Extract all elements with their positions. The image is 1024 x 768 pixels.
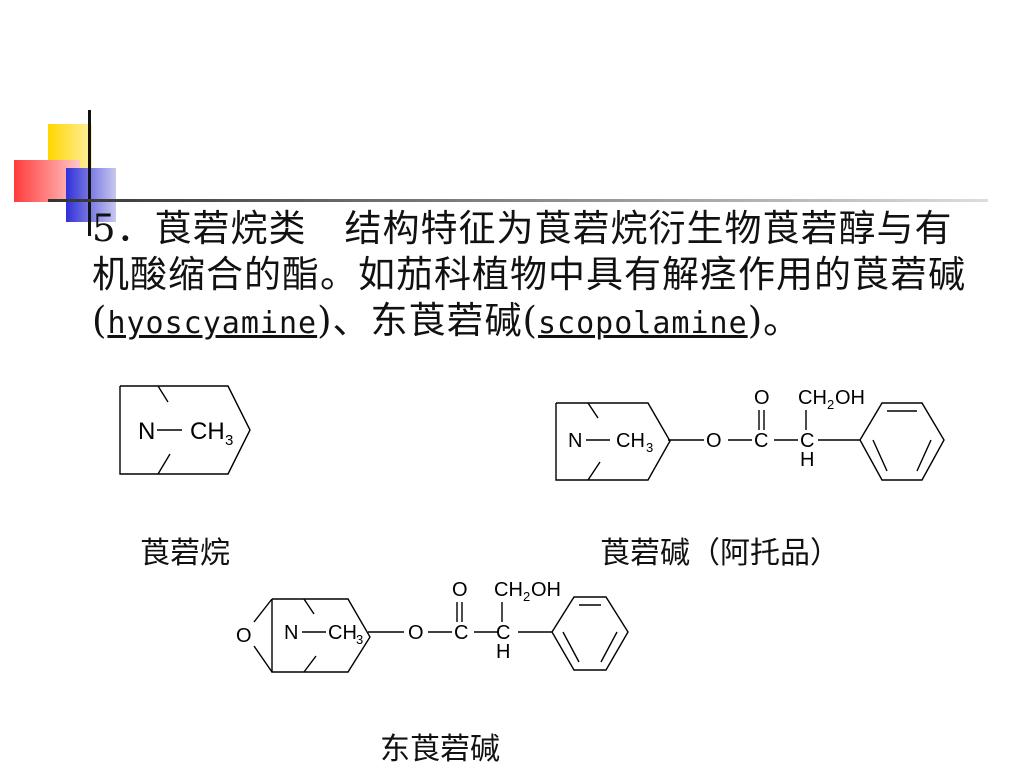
hyo-ch2oh-oh: OH (835, 387, 865, 409)
scop-subscript-3: 3 (356, 632, 363, 647)
caption-hyoscyamine: 莨菪碱（阿托品） (600, 536, 840, 571)
body-paragraph: 5．莨菪烷类 结构特征为莨菪烷衍生物莨菪醇与有机酸缩合的酯。如茄科植物中具有解痉… (92, 206, 982, 347)
caption-scopolamine: 东莨菪碱 (380, 732, 500, 767)
hyo-ester-o-label: O (706, 430, 722, 452)
scop-n-label: N (284, 622, 298, 644)
hyoscyamine-structure: N CH 3 O C O C H CH 2 OH (555, 387, 945, 481)
deco-horizontal-rule (48, 199, 988, 202)
hyo-ch2oh-ch: CH (798, 387, 827, 409)
hyo-ch-label: CH (616, 430, 645, 452)
scopolamine-structure: O N CH 3 O C O C H CH 2 OH (236, 579, 629, 673)
hyo-ch2oh-2: 2 (827, 397, 834, 412)
scop-ch2oh-2: 2 (523, 589, 530, 604)
scop-carbonyl-c-label: C (454, 622, 468, 644)
hyo-alpha-c-label: C (800, 430, 814, 452)
scop-ester-o-label: O (408, 622, 424, 644)
deco-blue-square (66, 168, 116, 222)
scop-alpha-c-label: C (496, 622, 510, 644)
scop-ch2oh-oh: OH (531, 579, 561, 601)
hyo-subscript-3: 3 (646, 440, 653, 455)
scop-carbonyl-o-label: O (452, 579, 468, 601)
hyo-n-label: N (568, 430, 582, 452)
tropane-ch-label: CH (190, 418, 225, 445)
hyoscyamine-link[interactable]: hyoscyamine (107, 306, 318, 341)
hyo-carbonyl-o-label: O (754, 387, 770, 409)
caption-tropane: 莨菪烷 (140, 536, 230, 571)
scop-ch2oh-ch: CH (494, 579, 523, 601)
hyo-alpha-h-label: H (800, 449, 814, 471)
paragraph-text-1: 5．莨菪烷类 结构特征为莨菪烷衍生物莨菪醇与有机酸缩合的酯。如茄科植物中具有解痉… (92, 207, 966, 342)
scop-alpha-h-label: H (496, 641, 510, 663)
paragraph-text-3: )。 (747, 299, 802, 342)
paragraph-text-2: )、东莨菪碱( (317, 299, 538, 342)
scop-epoxide-o-label: O (236, 625, 252, 647)
deco-vertical-line (88, 110, 91, 236)
scop-ch-label: CH (328, 622, 357, 644)
tropane-n-label: N (138, 418, 155, 445)
tropane-structure: N CH 3 (119, 385, 251, 475)
scopolamine-link[interactable]: scopolamine (538, 306, 748, 341)
tropane-subscript-3: 3 (225, 432, 233, 449)
hyo-carbonyl-c-label: C (754, 430, 768, 452)
